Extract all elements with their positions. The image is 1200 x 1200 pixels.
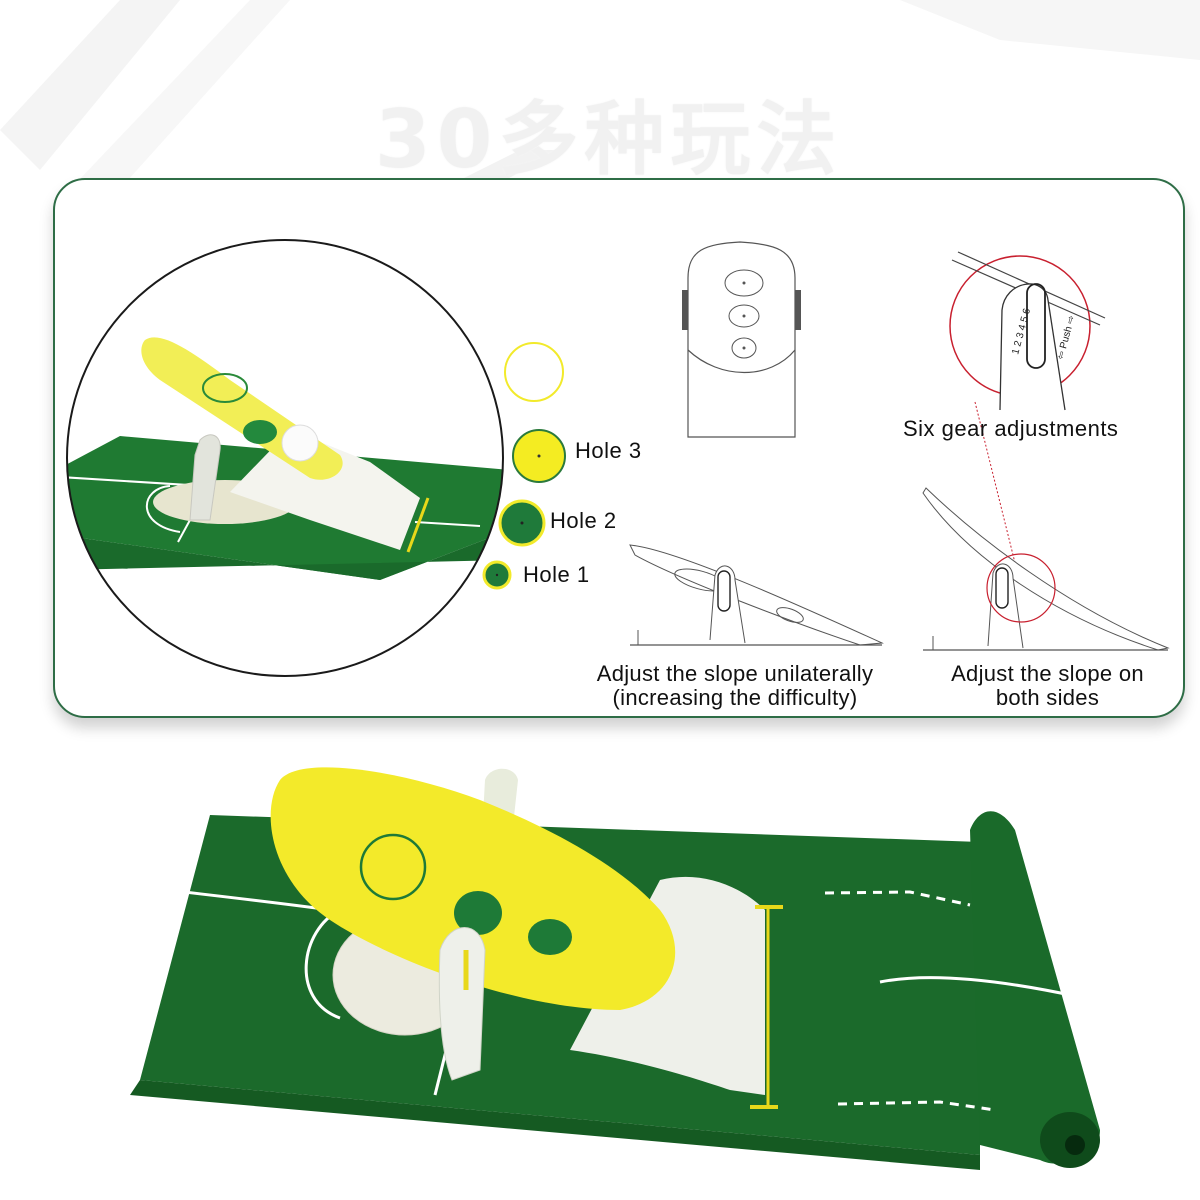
unilateral-slope-diagram bbox=[629, 544, 884, 646]
product-closeup-circle bbox=[66, 239, 504, 677]
product-main-photo bbox=[130, 767, 1100, 1170]
gear-adjustment-callout: 1 2 3 4 5 6 ⇦ Push ⇨ bbox=[949, 251, 1106, 576]
hole-1-label: Hole 1 bbox=[523, 562, 590, 587]
gear-adjustments-label: Six gear adjustments bbox=[903, 416, 1119, 441]
unilateral-caption-line2: (increasing the difficulty) bbox=[612, 685, 858, 710]
unilateral-slope-caption: Adjust the slope unilaterally (increasin… bbox=[560, 662, 910, 710]
hole-legend-graphics bbox=[482, 342, 566, 590]
both-sides-caption-line2: both sides bbox=[995, 685, 1100, 710]
target-ring-icon bbox=[504, 342, 564, 402]
both-sides-caption-line1: Adjust the slope on bbox=[951, 661, 1144, 686]
watermark-title: 30多种玩法 bbox=[375, 93, 843, 186]
hole-2-label: Hole 2 bbox=[550, 508, 617, 533]
hole-3-label: Hole 3 bbox=[575, 438, 642, 463]
both-sides-slope-diagram bbox=[922, 487, 1170, 651]
board-top-view-diagram bbox=[682, 241, 801, 438]
unilateral-caption-line1: Adjust the slope unilaterally bbox=[596, 661, 874, 686]
both-sides-slope-caption: Adjust the slope on both sides bbox=[920, 662, 1175, 710]
